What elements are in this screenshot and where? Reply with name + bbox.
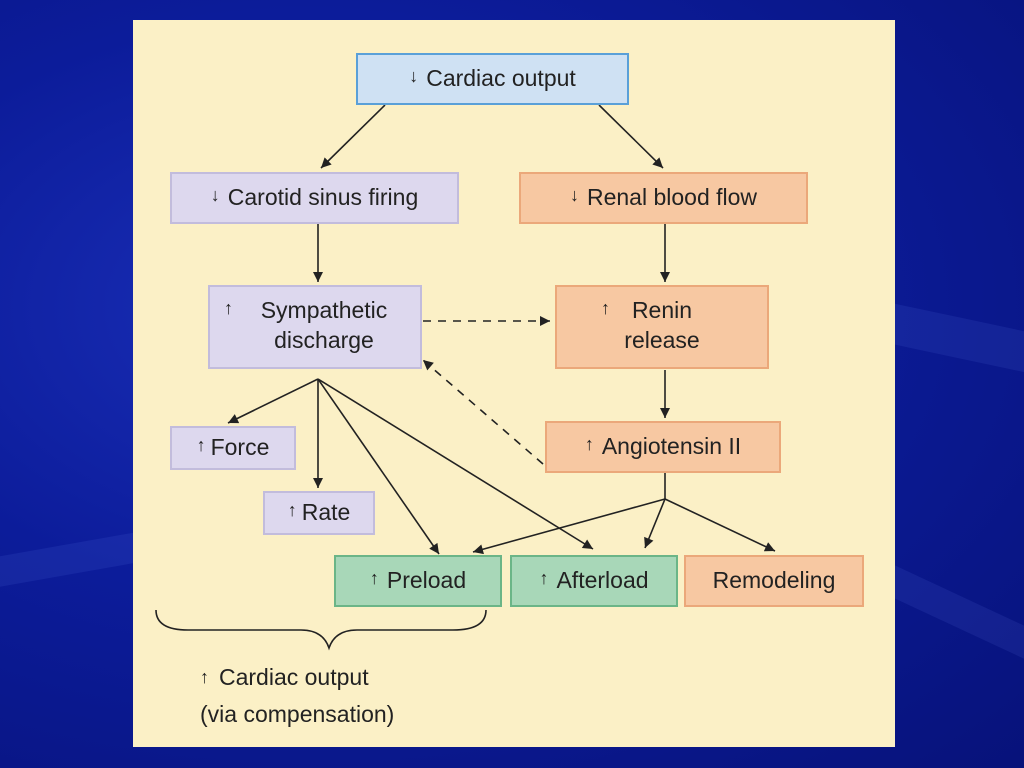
preload-box: ↑ Preload [334,555,502,607]
renin-line2: release [624,326,700,353]
force-box: ↑ Force [170,426,296,470]
arrow-angiotensin-to-preload [472,498,666,555]
increase-arrow-icon: ↑ [200,667,209,687]
rate-box: ↑ Rate [263,491,375,535]
arrow-output-to-renal [598,104,664,169]
decrease-arrow-icon: ↓ [210,185,220,206]
arrow-angiotensin-to-sympathetic [422,359,544,465]
cardiac-output-label: Cardiac output [426,65,576,92]
increase-arrow-icon: ↑ [224,298,233,318]
increase-arrow-icon: ↑ [287,500,297,521]
compensation-note: ↑ Cardiac output (via compensation) [200,660,394,732]
angiotensin-box: ↑ Angiotensin II [545,421,781,473]
compensation-note-line1: Cardiac output [219,664,369,690]
background-streak [873,561,1024,674]
increase-arrow-icon: ↑ [369,568,379,589]
increase-arrow-icon: ↑ [601,298,610,318]
compensation-note-line2: (via compensation) [200,701,395,727]
increase-arrow-icon: ↑ [584,434,594,455]
remodeling-label: Remodeling [712,567,836,594]
cardiac-output-box: ↓ Cardiac output [356,53,629,105]
decrease-arrow-icon: ↓ [569,185,579,206]
renin-release-box: ↑ Renin release [555,285,769,369]
arrow-angiotensin-to-afterload [644,498,666,549]
afterload-box: ↑ Afterload [510,555,678,607]
rate-label: Rate [301,499,351,526]
diagram-panel: ↓ Cardiac output ↓ Carotid sinus firing … [133,20,895,747]
increase-arrow-icon: ↑ [539,568,549,589]
arrow-sympathetic-to-force [227,378,319,424]
carotid-sinus-box: ↓ Carotid sinus firing [170,172,459,224]
preload-label: Preload [386,567,467,594]
increase-arrow-icon: ↑ [196,435,206,456]
remodeling-box: Remodeling [684,555,864,607]
arrow-output-to-carotid [320,104,386,169]
sympathetic-line1: Sympathetic [260,297,388,323]
renin-line1: Renin [631,297,693,323]
renal-blood-flow-label: Renal blood flow [586,184,758,211]
arrow-sympathetic-to-afterload [317,378,594,550]
angiotensin-label: Angiotensin II [601,433,742,460]
connector-arrows [155,104,776,651]
sympathetic-discharge-box: ↑ Sympathetic discharge [208,285,422,369]
renal-blood-flow-box: ↓ Renal blood flow [519,172,808,224]
afterload-label: Afterload [556,567,649,594]
arrow-sympathetic-to-preload [317,378,440,555]
decrease-arrow-icon: ↓ [409,66,419,87]
carotid-sinus-label: Carotid sinus firing [227,184,419,211]
sympathetic-line2: discharge [274,326,374,353]
arrow-angiotensin-to-remodeling [664,498,776,552]
force-label: Force [210,434,270,461]
compensation-brace [155,609,487,651]
